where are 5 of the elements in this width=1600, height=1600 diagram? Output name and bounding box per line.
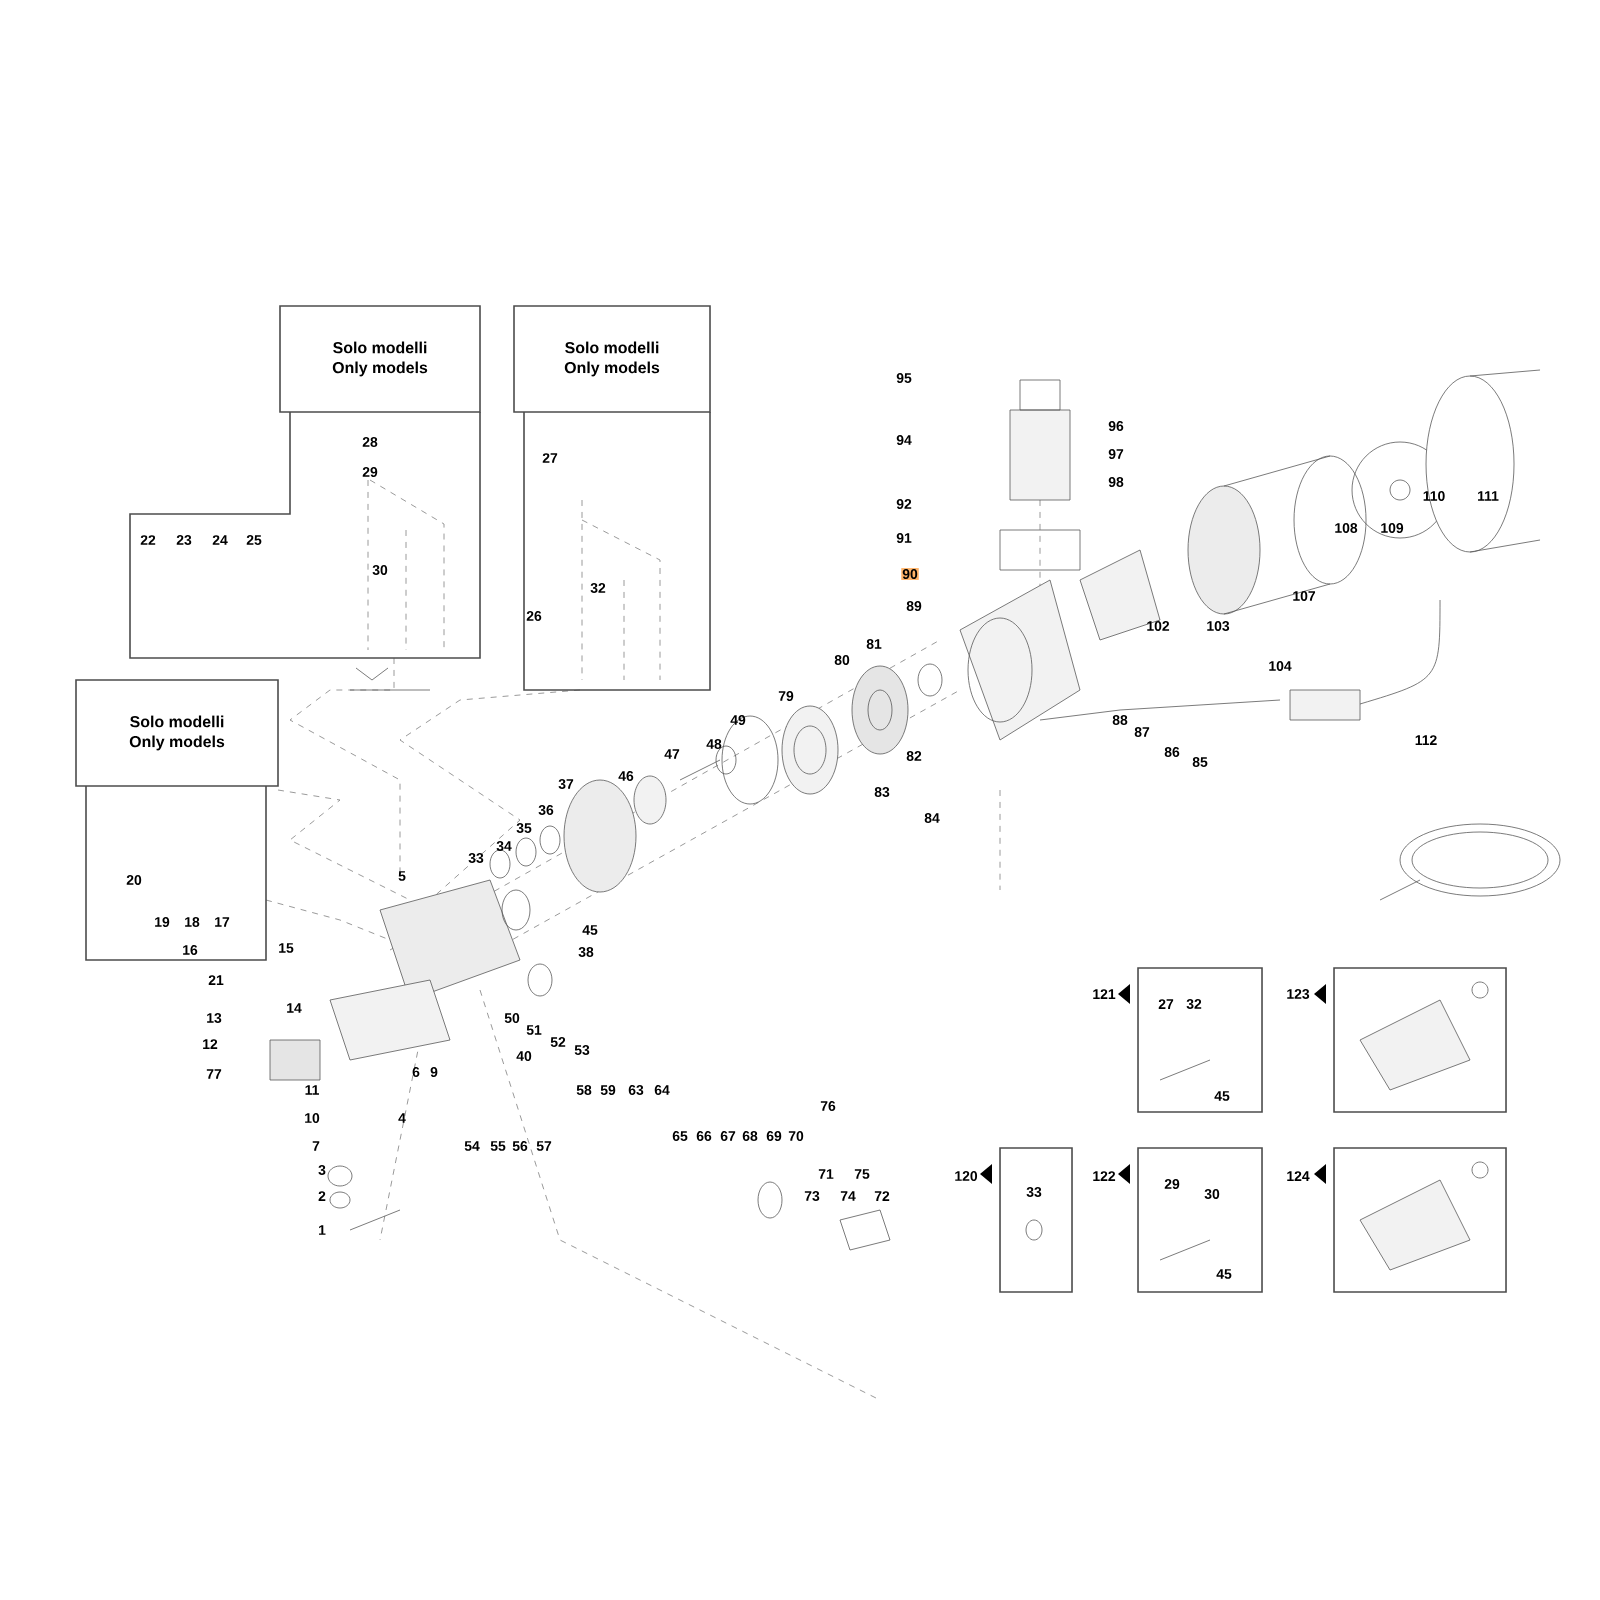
kit-box (980, 1147, 1073, 1293)
kit-box (1314, 1147, 1507, 1293)
kit-box (1118, 1147, 1263, 1293)
kit-box (1314, 967, 1507, 1113)
kit-box (1118, 967, 1263, 1113)
